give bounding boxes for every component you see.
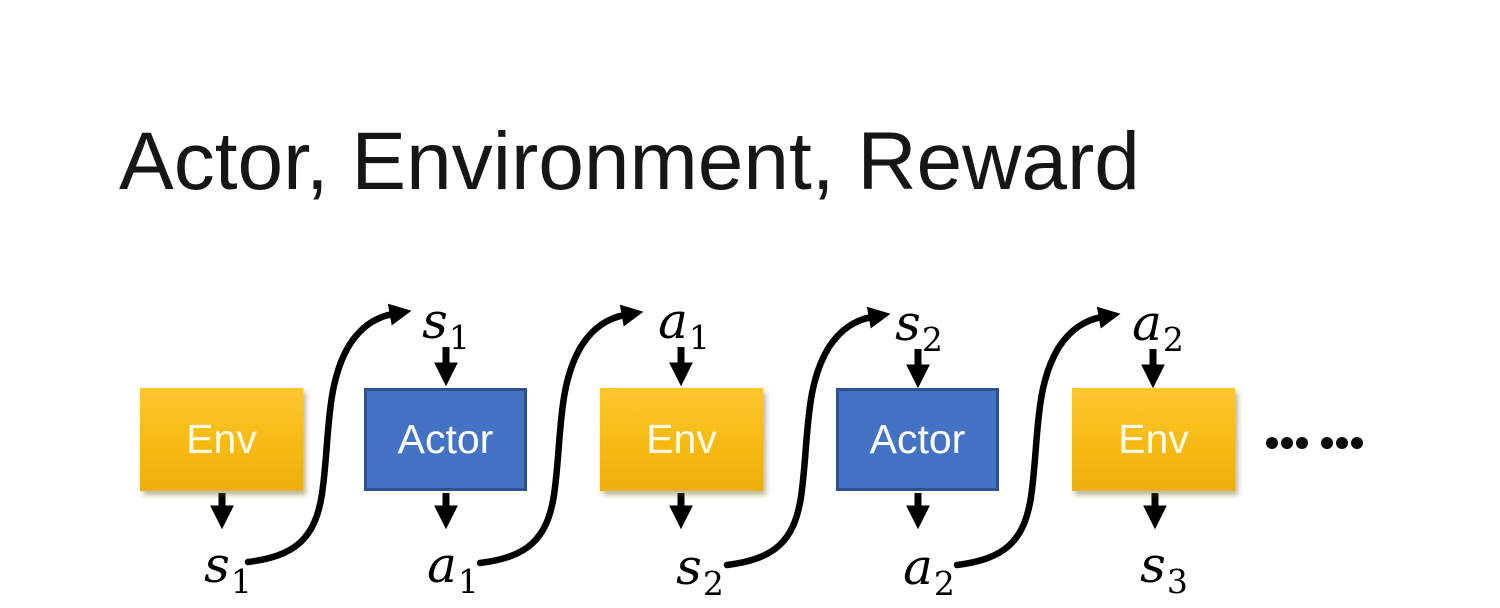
env-box-3: Env	[1072, 388, 1235, 491]
env-box-1: Env	[140, 388, 303, 491]
ellipsis-dot	[1321, 437, 1333, 449]
env-box-3-label: Env	[1118, 416, 1189, 462]
ellipsis-dot	[1296, 437, 1308, 449]
continuation-ellipsis: ……	[1266, 430, 1363, 456]
actor-box-2-label: Actor	[869, 416, 966, 462]
env-box-2-label: Env	[646, 416, 717, 462]
ellipsis-dot	[1336, 437, 1348, 449]
actor-box-1: Actor	[364, 388, 527, 491]
env-box-1-label: Env	[186, 416, 257, 462]
actor-box-2: Actor	[836, 388, 999, 491]
slide-title: Actor, Environment, Reward	[119, 116, 1140, 207]
ellipsis-dot	[1351, 437, 1363, 449]
env-box-2: Env	[600, 388, 763, 491]
ellipsis-dot	[1266, 437, 1278, 449]
actor-box-1-label: Actor	[397, 416, 494, 462]
ellipsis-dot	[1281, 437, 1293, 449]
